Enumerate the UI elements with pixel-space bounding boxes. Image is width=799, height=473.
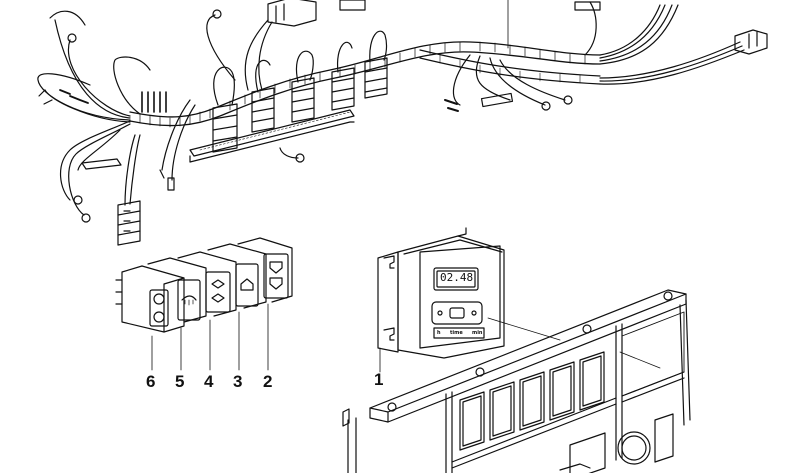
console-trim-panel — [342, 289, 691, 473]
arrow-down-icon — [269, 277, 283, 290]
switch-assembly — [115, 237, 293, 371]
clock-label-time: time — [450, 330, 463, 336]
switch-2 — [237, 237, 293, 303]
callout-1: 1 — [374, 370, 384, 389]
round-button-icon — [153, 311, 165, 323]
callout-5: 5 — [175, 372, 185, 391]
connector-blocks-center — [212, 57, 388, 153]
switch-openings — [459, 351, 605, 451]
arrows-up-down-icon — [211, 279, 225, 303]
rear-defrost-icon — [181, 295, 197, 301]
callout-6: 6 — [146, 372, 156, 391]
bus-bar — [189, 109, 355, 163]
clock-label-minute: min — [472, 330, 483, 336]
callout-2: 2 — [263, 372, 273, 391]
switch-4 — [177, 251, 237, 317]
callout-3: 3 — [233, 372, 243, 391]
connector-block-left — [117, 200, 141, 246]
wiring-harness — [37, 0, 768, 246]
clock-module — [377, 227, 661, 373]
house-arrow-icon — [240, 278, 254, 291]
switch-5 — [147, 257, 207, 323]
callout-4: 4 — [204, 372, 214, 391]
arrow-down-icon — [269, 261, 283, 274]
clock-display: 02.48 — [440, 271, 474, 284]
switch-6 — [115, 265, 185, 333]
switch-3 — [207, 243, 267, 309]
clock-label-hour: h — [437, 330, 441, 336]
round-button-icon — [153, 293, 165, 305]
